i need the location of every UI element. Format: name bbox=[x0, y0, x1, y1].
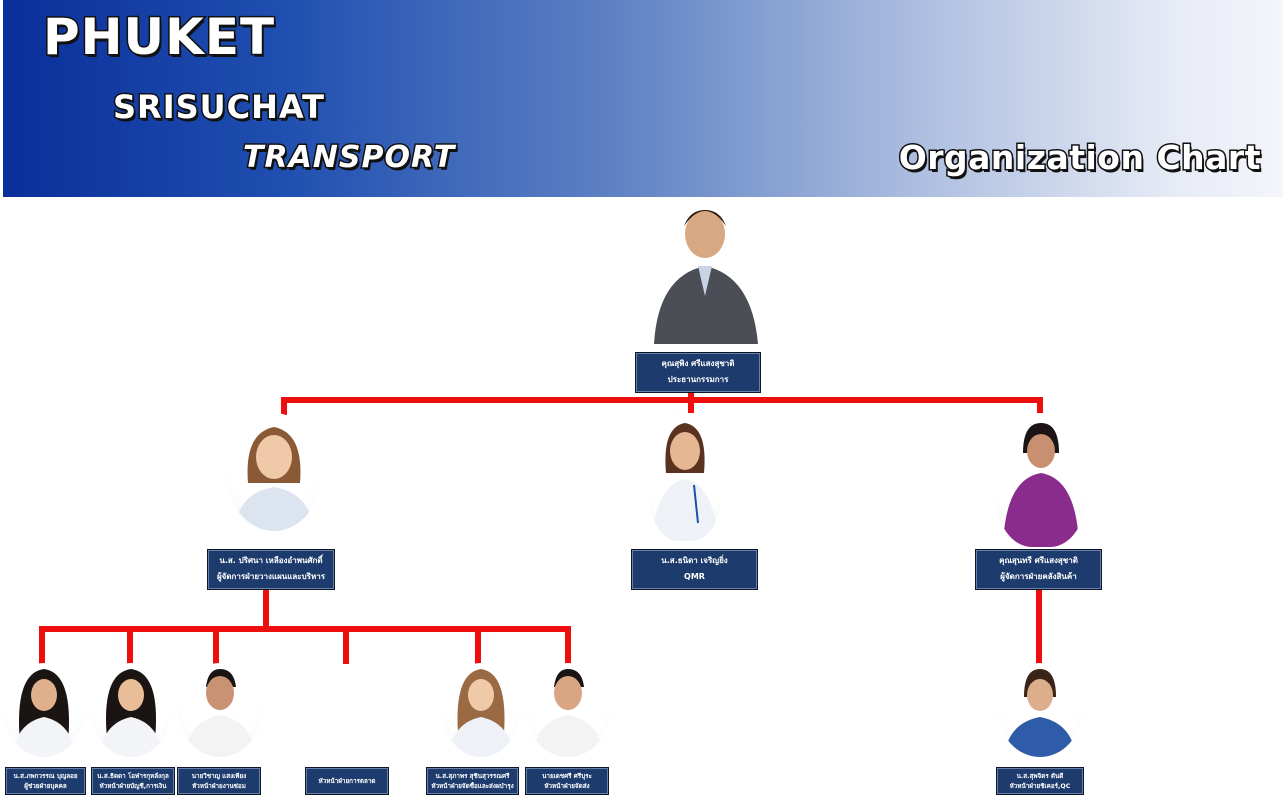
connector-drop-maintenance bbox=[213, 626, 219, 664]
qmr-role: QMR bbox=[684, 572, 705, 581]
logistics-head-photo bbox=[526, 663, 610, 757]
accounting-head-name: น.ส.ธิดดา โอฬารกุหลั่งกุล bbox=[97, 773, 169, 780]
person-icon bbox=[12, 669, 76, 757]
connector-level2-bar bbox=[39, 626, 571, 632]
connector-left-drop bbox=[281, 397, 287, 415]
hr-manager-photo bbox=[226, 413, 322, 531]
connector-hr-manager-down bbox=[263, 590, 269, 630]
connector-drop-logistics bbox=[565, 626, 571, 664]
person-icon bbox=[1003, 423, 1079, 547]
qc-head-role: หัวหน้าฝ่ายชิเคอร์,QC bbox=[1009, 783, 1071, 790]
chairman-card: คุณสุพิง ศรีแสงสุชาติ ประธานกรรมการ bbox=[635, 352, 761, 393]
person-icon bbox=[99, 669, 163, 757]
qmr-name: น.ส.ธนิดา เจริญยิ่ง bbox=[661, 556, 728, 565]
accounting-head-role: หัวหน้าฝ่ายบัญชี,การเงิน bbox=[99, 783, 167, 790]
logistics-head-role: หัวหน้าฝ่ายจัดส่ง bbox=[544, 783, 590, 790]
person-icon bbox=[1004, 669, 1076, 757]
marketing-head-role: หัวหน้าฝ่ายการตลาด bbox=[318, 778, 376, 785]
marketing-head-card: หัวหน้าฝ่ายการตลาด bbox=[305, 767, 389, 795]
chairman-photo bbox=[640, 196, 770, 344]
warehouse-manager-card: คุณสุนทรี ศรีแสงสุชาติ ผู้จัดการฝ่ายคลัง… bbox=[975, 549, 1102, 590]
purchasing-head-photo bbox=[442, 663, 520, 757]
logistics-head-name: นายเดชศรี ศรีบุระ bbox=[542, 773, 592, 780]
purchasing-head-role: หัวหน้าฝ่ายจัดซื้อและส่งผบำรุง bbox=[431, 783, 514, 790]
maintenance-head-card: นายวิชาญ แสงเพียง หัวหน้าฝ่ายงานซ่อม bbox=[177, 767, 261, 795]
chairman-name: คุณสุพิง ศรีแสงสุชาติ bbox=[661, 359, 735, 368]
hr-manager-name: น.ส. ปริศนา เหลืองอำพนศักดิ์ bbox=[219, 556, 323, 565]
warehouse-manager-photo bbox=[995, 413, 1087, 547]
connector-chairman-down bbox=[688, 393, 694, 413]
header-banner: PHUKET SRISUCHAT TRANSPORT Organization … bbox=[3, 0, 1283, 197]
connector-right-drop bbox=[1037, 397, 1043, 415]
chart-title: Organization Chart bbox=[897, 137, 1262, 179]
accounting-head-photo bbox=[91, 663, 171, 757]
person-icon bbox=[654, 210, 758, 344]
brand-line-1: PHUKET bbox=[41, 7, 276, 68]
brand-line-2: SRISUCHAT bbox=[112, 87, 326, 128]
person-icon bbox=[184, 669, 256, 757]
logistics-head-card: นายเดชศรี ศรีบุระ หัวหน้าฝ่ายจัดส่ง bbox=[525, 767, 609, 795]
qc-head-card: น.ส.สุพจิตร ตันดี หัวหน้าฝ่ายชิเคอร์,QC bbox=[996, 767, 1084, 795]
qmr-card: น.ส.ธนิดา เจริญยิ่ง QMR bbox=[631, 549, 758, 590]
brand-line-3: TRANSPORT bbox=[241, 139, 456, 177]
connector-drop-accounting bbox=[127, 626, 133, 664]
hr-manager-role: ผู้จัดการฝ่ายวางแผนและบริหาร bbox=[216, 572, 326, 581]
person-icon bbox=[448, 669, 514, 757]
warehouse-manager-name: คุณสุนทรี ศรีแสงสุชาติ bbox=[999, 556, 1078, 565]
hr-assistant-name: น.ส.ภพกวรรณ บุญลอย bbox=[13, 773, 78, 780]
hr-assistant-role: ผู้ช่วยฝ่ายบุคคล bbox=[24, 783, 67, 790]
connector-warehouse-down bbox=[1036, 590, 1042, 664]
person-icon bbox=[532, 669, 604, 757]
connector-drop-hr-assistant bbox=[39, 626, 45, 664]
connector-level1-bar bbox=[281, 397, 1043, 403]
chairman-role: ประธานกรรมการ bbox=[667, 375, 729, 384]
maintenance-head-name: นายวิชาญ แสงเพียง bbox=[191, 773, 247, 780]
connector-drop-purchasing bbox=[475, 626, 481, 664]
person-icon bbox=[652, 423, 718, 541]
hr-manager-card: น.ส. ปริศนา เหลืองอำพนศักดิ์ ผู้จัดการฝ่… bbox=[207, 549, 335, 590]
accounting-head-card: น.ส.ธิดดา โอฬารกุหลั่งกุล หัวหน้าฝ่ายบัญ… bbox=[91, 767, 175, 795]
purchasing-head-name: น.ส.สุภาพร สุชินสุวรรณศรี bbox=[435, 773, 510, 780]
hr-assistant-photo bbox=[4, 663, 84, 757]
hr-assistant-card: น.ส.ภพกวรรณ บุญลอย ผู้ช่วยฝ่ายบุคคล bbox=[5, 767, 86, 795]
qc-head-photo bbox=[998, 663, 1082, 757]
person-icon bbox=[234, 427, 314, 531]
maintenance-head-photo bbox=[178, 663, 262, 757]
qc-head-name: น.ส.สุพจิตร ตันดี bbox=[1016, 773, 1064, 780]
purchasing-head-card: น.ส.สุภาพร สุชินสุวรรณศรี หัวหน้าฝ่ายจัด… bbox=[426, 767, 519, 795]
qmr-photo bbox=[648, 413, 722, 541]
maintenance-head-role: หัวหน้าฝ่ายงานซ่อม bbox=[192, 783, 246, 790]
warehouse-manager-role: ผู้จัดการฝ่ายคลังสินค้า bbox=[1000, 572, 1077, 581]
connector-drop-marketing bbox=[343, 626, 349, 664]
